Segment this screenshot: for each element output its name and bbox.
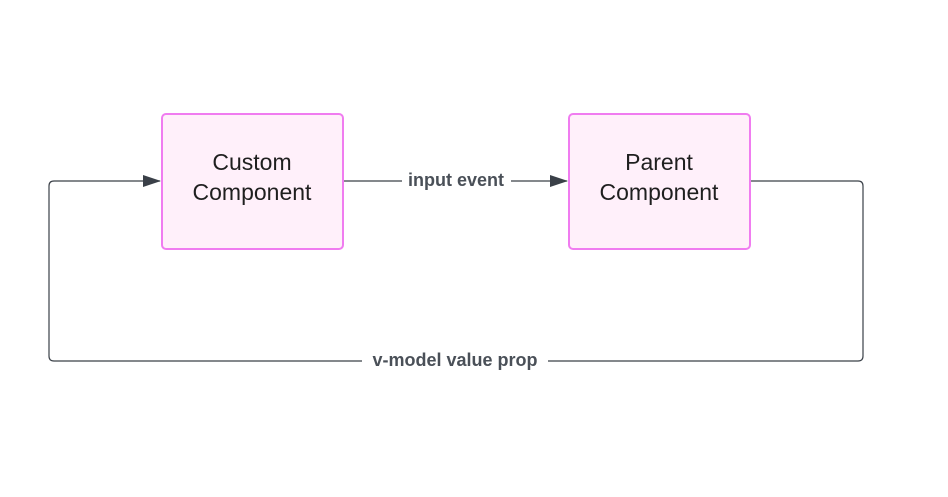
edge-v-model-value-prop[interactable]: v-model value prop	[48, 175, 864, 372]
input-event-label-bg	[402, 168, 511, 192]
input-event-label: input event	[408, 170, 504, 190]
parent-component-label-line1: Parent	[625, 149, 693, 175]
parent-component-node[interactable]: Parent Component	[568, 113, 751, 250]
custom-component-label-line2: Component	[193, 179, 313, 205]
custom-component-node[interactable]: Custom Component	[161, 113, 344, 250]
parent-component-label-line2: Component	[600, 179, 720, 205]
parent-component-box[interactable]	[568, 113, 751, 250]
v-model-label: v-model value prop	[372, 350, 537, 370]
custom-component-box[interactable]	[161, 113, 344, 250]
custom-component-label-line1: Custom	[212, 149, 291, 175]
v-model-label-bg	[362, 348, 548, 372]
edge-input-event[interactable]: input event	[343, 168, 568, 192]
